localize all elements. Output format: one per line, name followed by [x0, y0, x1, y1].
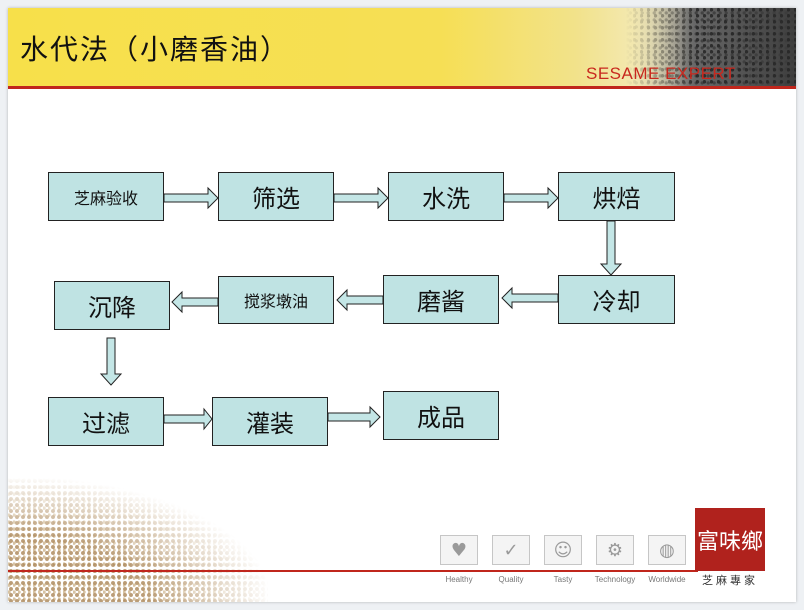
brand-tagline: SESAME EXPERT [586, 64, 736, 83]
step-node-3: 水洗 [388, 172, 504, 221]
arrow-n2-n3 [333, 186, 389, 210]
footer-divider [8, 570, 698, 572]
footer-label-technology: Technology [594, 575, 636, 584]
tasty-icon: ☺ [544, 535, 582, 565]
brand-logo: 富味鄉 [695, 508, 765, 571]
footer-label-worldwide: Worldwide [648, 575, 686, 584]
arrow-n5-n6 [501, 286, 559, 310]
header-banner: 水代法（小磨香油） SESAME EXPERT [8, 8, 796, 86]
step-node-11: 成品 [383, 391, 499, 440]
healthy-icon: ♥ [440, 535, 478, 565]
worldwide-icon: ◍ [648, 535, 686, 565]
slide: 水代法（小磨香油） SESAME EXPERT 芝麻验收 筛选 水洗 烘焙 冷却… [8, 8, 796, 602]
arrow-n6-n7 [336, 288, 384, 312]
arrow-n4-n5 [599, 220, 623, 276]
arrow-n9-n10 [163, 407, 213, 431]
step-node-7: 搅浆墩油 [218, 276, 334, 324]
quality-icon: ✓ [492, 535, 530, 565]
step-node-10: 灌装 [212, 397, 328, 446]
technology-icon: ⚙ [596, 535, 634, 565]
step-node-2: 筛选 [218, 172, 334, 221]
flow-arrows [99, 186, 623, 431]
footer-label-quality: Quality [498, 575, 524, 584]
sesame-seeds-decoration-bottom [8, 478, 268, 602]
step-node-5: 冷却 [558, 275, 675, 324]
step-node-1: 芝麻验收 [48, 172, 164, 221]
arrow-n3-n4 [503, 186, 559, 210]
brand-logo-subtitle: 芝麻專家 [702, 574, 758, 587]
step-node-8: 沉降 [54, 281, 170, 330]
arrow-n10-n11 [327, 405, 381, 429]
header-divider [8, 86, 796, 89]
step-node-4: 烘焙 [558, 172, 675, 221]
footer-label-healthy: Healthy [445, 575, 473, 584]
arrow-n1-n2 [163, 186, 219, 210]
footer-label-tasty: Tasty [553, 575, 573, 584]
page-title: 水代法（小磨香油） [20, 33, 291, 66]
arrow-n8-n9 [99, 337, 123, 386]
arrow-n7-n8 [171, 290, 219, 314]
sesame-seeds-decoration [626, 8, 796, 86]
step-node-6: 磨酱 [383, 275, 499, 324]
step-node-9: 过滤 [48, 397, 164, 446]
